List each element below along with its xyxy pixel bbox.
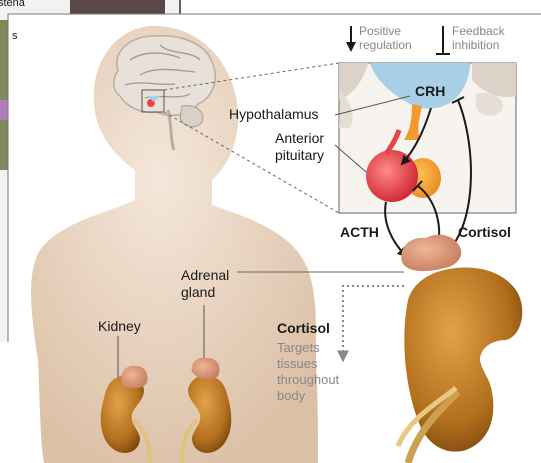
anterior-pituitary-line1: Anterior xyxy=(275,130,324,146)
acth-label: ACTH xyxy=(340,224,379,240)
legend-positive-line2: regulation xyxy=(359,39,412,52)
targets-line4: body xyxy=(277,388,305,404)
cortisol-heading: Cortisol xyxy=(277,320,330,336)
hypothalamus-label: Hypothalamus xyxy=(229,106,319,122)
kidney-label: Kidney xyxy=(98,318,141,334)
legend-positive-line1: Positive xyxy=(359,25,401,38)
targets-line1: Targets xyxy=(277,340,320,356)
anterior-pituitary-line2: pituitary xyxy=(275,147,324,163)
cortisol-arrow-label: Cortisol xyxy=(458,224,511,240)
legend-feedback-line2: inhibition xyxy=(452,39,499,52)
adrenal-gland-line1: Adrenal xyxy=(181,267,229,283)
crh-label: CRH xyxy=(415,83,445,99)
fragment-top-text: stena xyxy=(0,0,25,10)
targets-line3: throughout xyxy=(277,372,339,388)
adrenal-gland-line2: gland xyxy=(181,284,215,300)
targets-line2: tissues xyxy=(277,356,317,372)
legend-feedback-line1: Feedback xyxy=(452,25,505,38)
fragment-side-text: s xyxy=(12,30,18,43)
